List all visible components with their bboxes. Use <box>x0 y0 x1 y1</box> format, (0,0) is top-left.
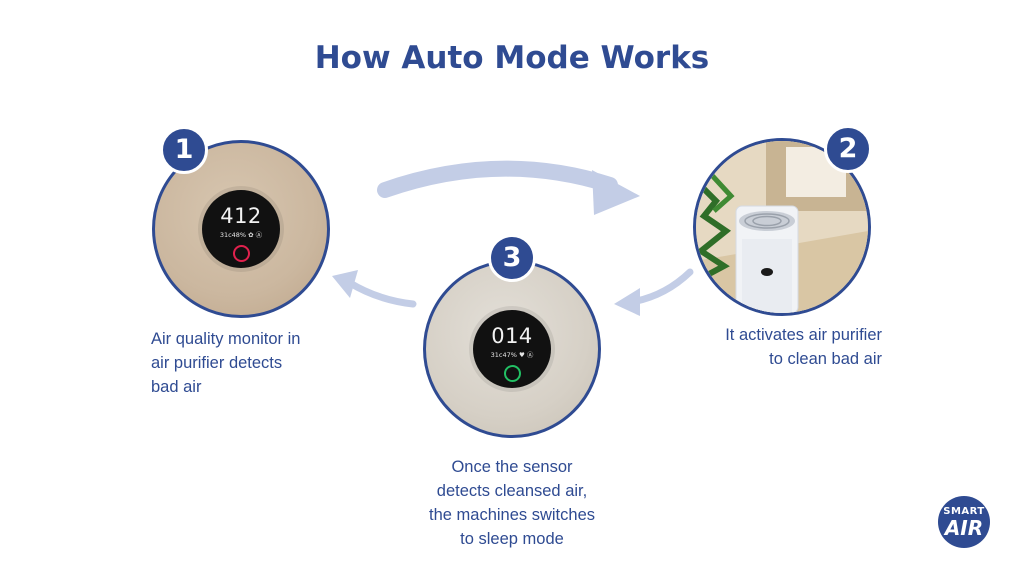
step-3-image: 014 31c47% ♥ Ⓐ <box>423 260 601 438</box>
step-2-caption: It activates air purifier to clean bad a… <box>725 326 882 368</box>
arrow-2-to-3 <box>628 268 694 306</box>
air-quality-display: 412 31c48% ✿ Ⓐ <box>202 190 280 268</box>
air-quality-display: 014 31c47% ♥ Ⓐ <box>473 310 551 388</box>
air-quality-reading: 412 <box>220 204 262 228</box>
step-1-image: 412 31c48% ✿ Ⓐ <box>152 140 330 318</box>
smart-air-logo: SMART AIR <box>938 496 990 548</box>
arrow-2-to-3-head <box>614 288 640 316</box>
air-quality-reading: 014 <box>491 324 533 348</box>
status-ring-red <box>233 245 250 262</box>
step-2-badge: 2 <box>824 125 872 173</box>
step-3-badge: 3 <box>488 234 536 282</box>
sensor-subreading: 31c48% ✿ Ⓐ <box>219 231 263 239</box>
logo-line-2: AIR <box>944 516 984 540</box>
arrow-1-to-2 <box>377 160 618 198</box>
arrow-3-to-1 <box>346 279 417 308</box>
air-purifier-image <box>696 141 868 313</box>
step-1-badge: 1 <box>160 126 208 174</box>
status-ring-green <box>504 365 521 382</box>
step-3-caption: Once the sensor detects cleansed air, th… <box>429 458 595 548</box>
page-title: How Auto Mode Works <box>314 40 710 76</box>
sensor-subreading: 31c47% ♥ Ⓐ <box>490 351 534 359</box>
logo-line-1: SMART <box>943 506 985 517</box>
arrow-1-to-2-head <box>592 170 640 215</box>
step-1-caption: Air quality monitor in air purifier dete… <box>151 330 301 396</box>
arrow-3-to-1-head <box>332 270 358 298</box>
step-2-purifier-photo <box>693 138 871 316</box>
